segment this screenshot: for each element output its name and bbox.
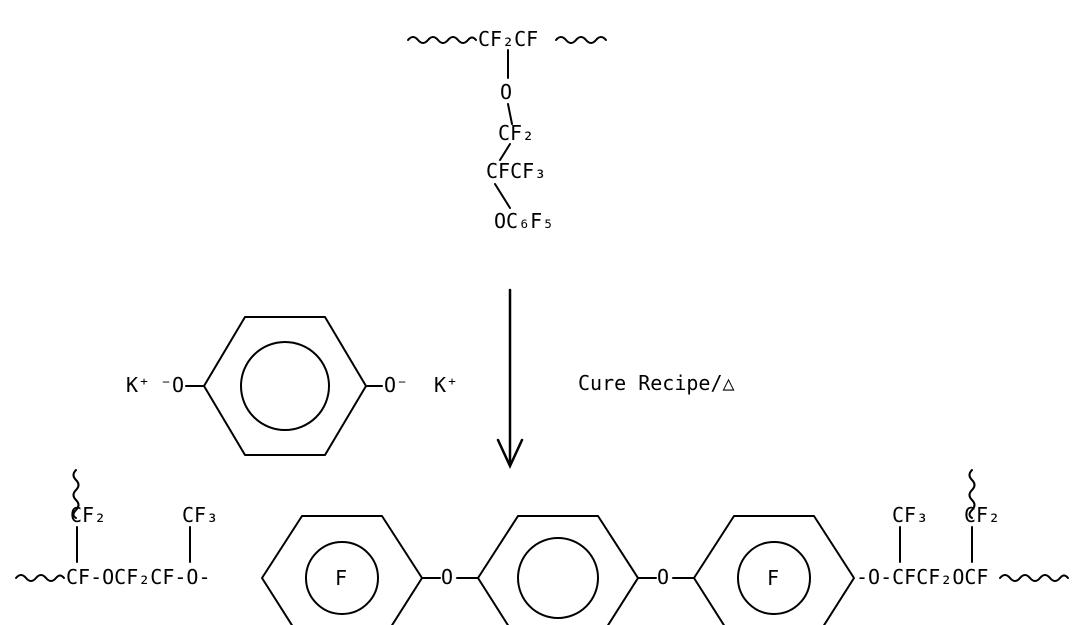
product-left-cf2: CF₂ (70, 503, 106, 527)
ring-left-f: F (335, 566, 347, 590)
top-oc6f5: OC₆F₅ (494, 209, 554, 233)
oxide-right: O⁻ (384, 373, 408, 397)
reaction-arrow-head (496, 438, 524, 469)
bond-o-cf2 (507, 103, 513, 125)
bridge-o-right: O (657, 565, 669, 589)
ring-right-f: F (767, 566, 779, 590)
potassium-right: K⁺ (434, 373, 458, 397)
wavy-bond-left (407, 36, 477, 44)
wavy-pendant-left (72, 469, 80, 519)
bridge-o-left: O (441, 565, 453, 589)
product-right-cf3: CF₃ (892, 503, 928, 527)
wavy-bond-product-left (15, 574, 65, 582)
top-backbone: CF₂CF (478, 27, 538, 51)
bond-cf-oc6f5 (494, 183, 511, 209)
core-ring-circle (517, 537, 599, 619)
product-left-cf3: CF₃ (182, 503, 218, 527)
fluoro-ring-right-circle (737, 541, 811, 615)
cure-condition: Cure Recipe/△ (578, 371, 735, 395)
top-cfcf3: CFCF₃ (486, 159, 546, 183)
core-ring (477, 515, 639, 625)
product-right-chain: -O-CFCF₂OCF (856, 565, 988, 589)
product-right-cf2: CF₂ (964, 503, 1000, 527)
fluoro-ring-left-circle (305, 541, 379, 615)
top-ether-o: O (500, 80, 512, 104)
product-left-chain: CF-OCF₂CF-O- (66, 565, 211, 589)
aromatic-circle (240, 341, 330, 431)
top-cf2: CF₂ (498, 121, 534, 145)
wavy-pendant-right (968, 469, 976, 519)
fluoro-ring-right (693, 515, 855, 625)
benzene-ring (203, 316, 367, 456)
potassium-left: K⁺ (126, 373, 150, 397)
wavy-bond-product-right (999, 574, 1069, 582)
wavy-bond-right (555, 36, 607, 44)
oxide-left: ⁻O (160, 373, 184, 397)
bond-cf2-cfcf3 (499, 143, 511, 161)
